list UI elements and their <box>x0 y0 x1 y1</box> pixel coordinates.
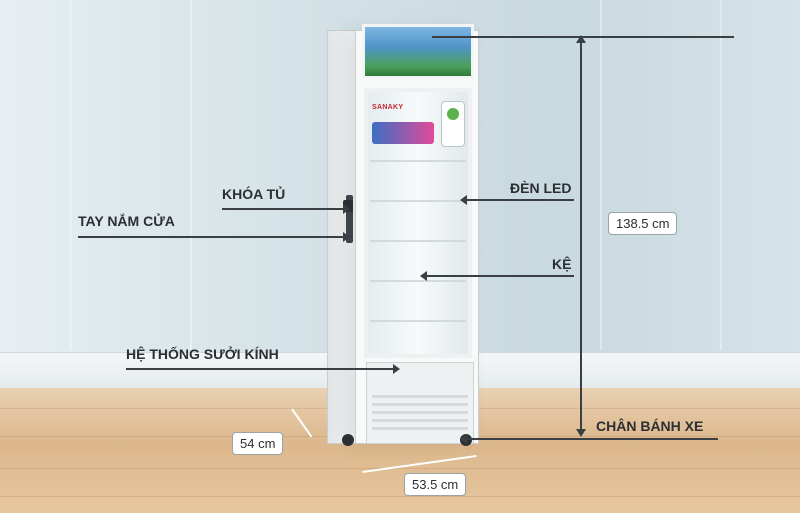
label-lock: KHÓA TỦ <box>222 186 286 202</box>
fridge-shelf <box>370 160 466 162</box>
vent-slat <box>372 419 468 422</box>
fridge-shelf <box>370 200 466 202</box>
feature-badge <box>372 122 434 144</box>
fridge-shelf <box>370 240 466 242</box>
height-value: 138.5 cm <box>608 212 678 235</box>
label-wheels: CHÂN BÁNH XE <box>596 418 704 434</box>
width-value: 53.5 cm <box>404 473 467 496</box>
energy-label <box>441 101 465 147</box>
brand-logo: SANAKY <box>372 104 404 111</box>
callout-line-led <box>460 195 574 205</box>
wall-panel-seam <box>720 0 722 350</box>
callout-line-handle <box>78 232 350 242</box>
wall-panel-seam <box>190 0 192 350</box>
label-led: ĐÈN LED <box>510 180 572 196</box>
vent-slat <box>372 403 468 406</box>
label-heater: HỆ THỐNG SƯỞI KÍNH <box>126 346 279 362</box>
door-handle <box>346 195 353 243</box>
wheel <box>342 434 354 446</box>
height-dimension-line <box>576 35 586 437</box>
label-shelf: KỆ <box>552 256 572 272</box>
callout-line-heater <box>126 364 400 374</box>
callout-line-wheels <box>460 434 718 444</box>
label-handle: TAY NẮM CỬA <box>78 213 175 229</box>
vent-slat <box>372 427 468 430</box>
wall-panel-seam <box>600 0 602 350</box>
vent-slat <box>372 411 468 414</box>
callout-line-lock <box>222 204 350 214</box>
vent-slat <box>372 395 468 398</box>
depth-value: 54 cm <box>232 432 284 455</box>
fridge-shelf <box>370 320 466 322</box>
wooden-floor <box>0 388 800 513</box>
fridge-shelf <box>370 280 466 282</box>
wall-panel-seam <box>70 0 72 350</box>
fridge-top-sign <box>362 24 474 79</box>
callout-line-shelf <box>420 271 574 281</box>
